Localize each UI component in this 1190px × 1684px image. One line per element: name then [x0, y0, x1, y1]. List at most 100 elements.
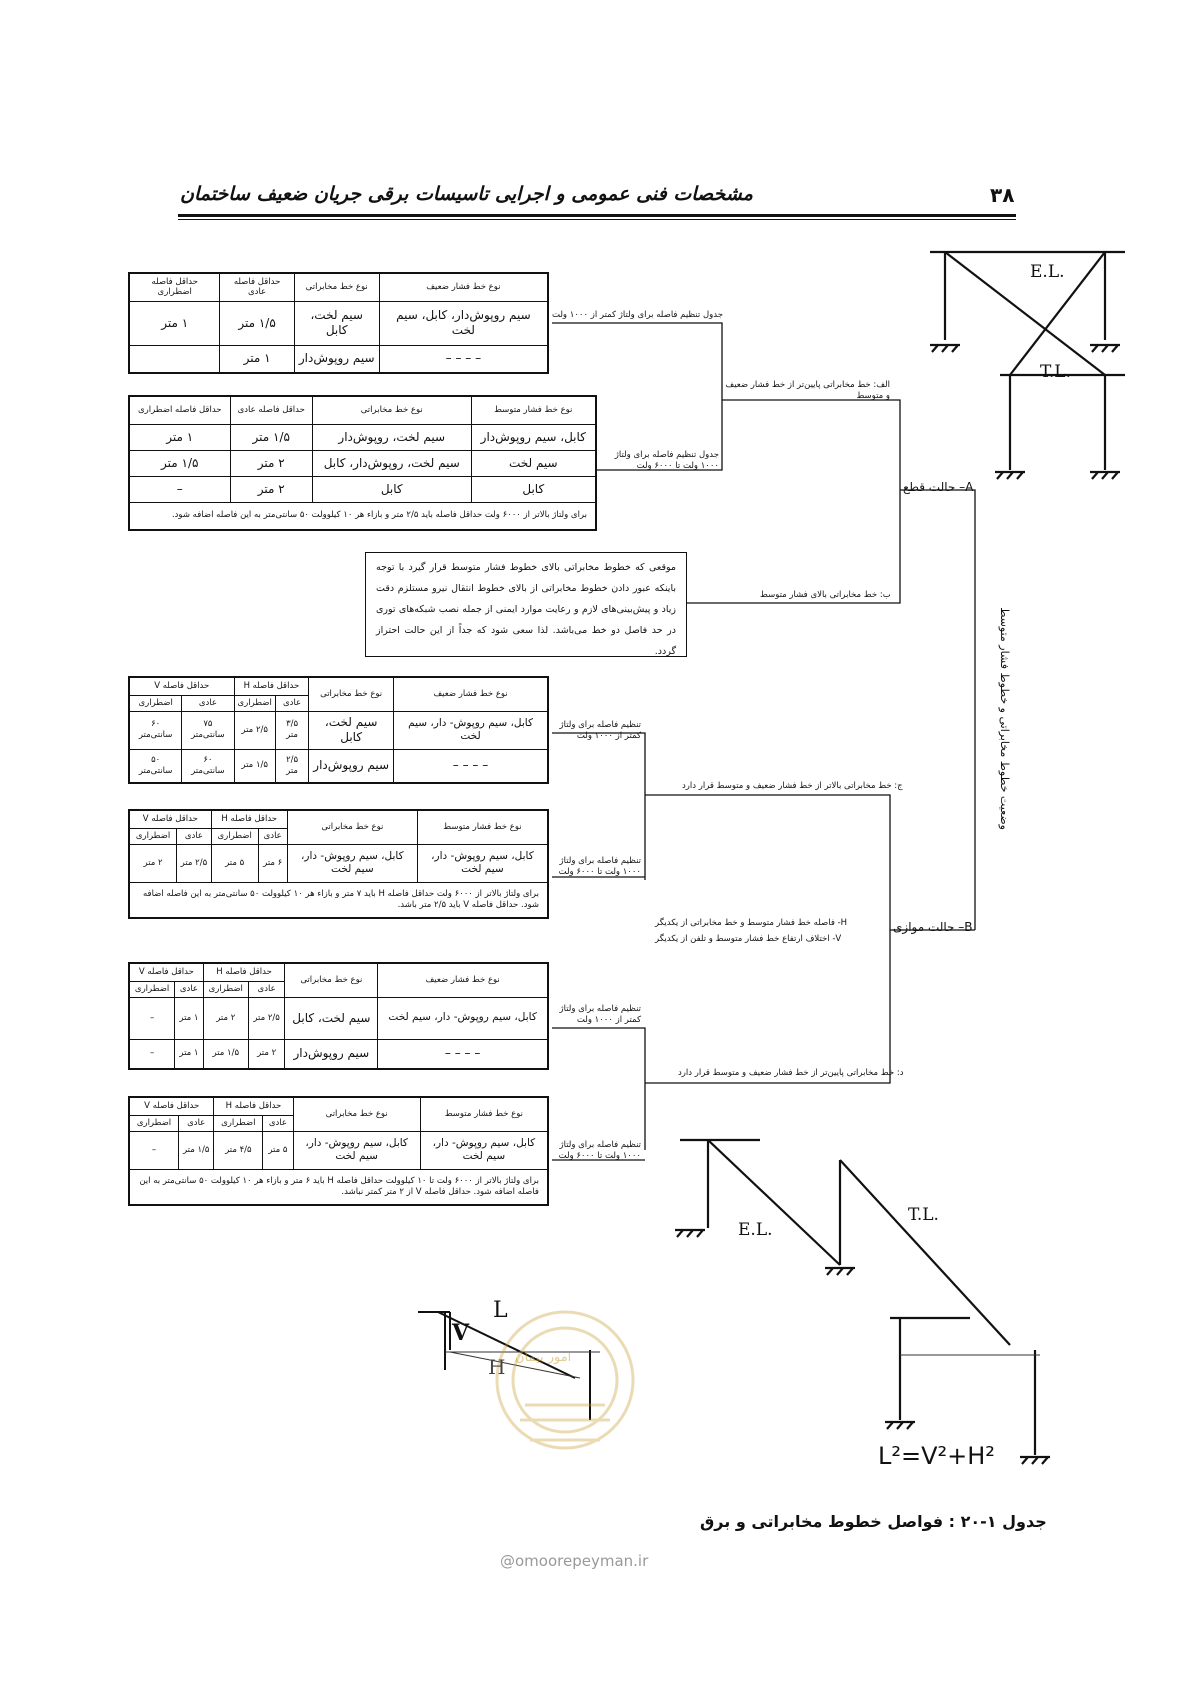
branch-dal-label: د: خط مخابراتی پایین‌تر از خط فشار ضعیف …: [678, 1068, 904, 1078]
table-cell: ۲/۵ متر: [176, 843, 212, 883]
table-cell: ۱ متر: [174, 1038, 204, 1070]
branch-alef-label: الف: خط مخابراتی پایین‌تر از خط فشار ضعی…: [725, 380, 890, 402]
table-header: نوع خط فشار متوسط: [470, 395, 597, 425]
branch-jim-label: ج: خط مخابراتی بالاتر از خط فشار ضعیف و …: [682, 781, 903, 791]
table-header: حداقل فاصله H: [210, 809, 288, 829]
el-label-bottom: E.L.: [738, 1220, 773, 1240]
parallel-lines-drawing: [675, 1138, 1050, 1465]
table-header: حداقل فاصله H: [233, 676, 310, 696]
header-rule: [178, 214, 1016, 217]
table-cell: –: [128, 996, 176, 1040]
table-mid-voltage-crossing: نوع خط فشار متوسط نوع خط مخابراتی حداقل …: [128, 395, 597, 531]
table-subheader: عادی: [178, 1114, 215, 1132]
header-rule-thin: [178, 219, 1016, 220]
v-label: V: [452, 1320, 470, 1346]
table-note: برای ولتاژ بالاتر از ۶۰۰۰ ولت تا ۱۰ کیلو…: [128, 1168, 549, 1206]
table-mid-voltage-parallel-above: نوع خط فشار متوسط نوع خط مخابراتی حداقل …: [128, 809, 549, 919]
table-cell: ۱/۵ متر: [229, 423, 313, 451]
tl-label-top: T.L.: [1040, 362, 1071, 382]
table-cell: سیم لخت: [470, 449, 597, 477]
table-cell: کابل، سیم روپوش‌دار: [470, 423, 597, 451]
crossing-lines-drawing: [930, 250, 1125, 480]
table-subheader: اضطراری: [128, 694, 183, 712]
table-header: نوع خط فشار ضعیف: [377, 962, 549, 998]
table-note: برای ولتاژ بالاتر از ۶۰۰۰ ولت حداقل فاصل…: [128, 881, 549, 919]
vhl-drawing: [418, 1311, 591, 1420]
table-cell: ۲ متر: [128, 843, 178, 883]
table-cell: سیم لخت، روپوش‌دار: [311, 423, 472, 451]
table-header: حداقل فاصله عادی: [229, 395, 313, 425]
table-subheader: عادی: [262, 1114, 294, 1132]
table-cell: کابل، سیم روپوش- دار، سیم لخت: [286, 843, 418, 883]
table-subheader: اضطراری: [128, 827, 178, 845]
table-cell: ۲/۵ متر: [274, 748, 310, 784]
table-cell: ۶۰ سانتی‌متر: [181, 748, 235, 784]
watermark-url: @omoorepeyman.ir: [500, 1552, 649, 1570]
table-cell: ۳/۵ متر: [274, 710, 310, 750]
table-cell: ۱/۵ متر: [233, 748, 276, 784]
table-cell: ۵ متر: [262, 1130, 294, 1170]
hv-note-1: H- فاصله خط فشار متوسط و خط مخابراتی از …: [655, 918, 848, 928]
table-subheader: عادی: [257, 827, 288, 845]
table-cell: ۲ متر: [202, 996, 249, 1040]
table-subheader: اضطراری: [233, 694, 276, 712]
table-cell: سیم روپوش‌دار، کابل، سیم لخت: [378, 300, 549, 346]
table-cell: ۱ متر: [128, 300, 221, 346]
table-header: نوع خط مخابراتی: [293, 272, 380, 302]
tree-vertical-title: وضعیت خطوط مخابراتی و خطوط فشار متوسط: [998, 607, 1011, 830]
table-cell: ۲/۵ متر: [233, 710, 276, 750]
table-cell: سیم روپوش‌دار: [284, 1038, 379, 1070]
table-cell: کابل، سیم روپوش- دار، سیم لخت: [377, 996, 549, 1040]
page-number: ۳۸: [990, 183, 1015, 207]
table-subheader: عادی: [247, 980, 286, 998]
be-connector-line: [687, 490, 901, 604]
table-subheader: اضطراری: [213, 1114, 264, 1132]
table-cell: کابل، سیم روپوش- دار، سیم لخت: [292, 1130, 421, 1170]
jim-bracket-line: [552, 732, 891, 930]
table-cell: کابل: [311, 475, 472, 503]
table-cell: سیم لخت، کابل: [308, 710, 395, 750]
table-mid-voltage-parallel-below: نوع خط فشار متوسط نوع خط مخابراتی حداقل …: [128, 1096, 549, 1206]
table-header: حداقل فاصله اضطراری: [128, 272, 221, 302]
table-low-voltage-parallel-above: نوع خط فشار ضعیف نوع خط مخابراتی حداقل ف…: [128, 676, 549, 784]
table-cell: –: [128, 1130, 180, 1170]
table3-label: تنظیم فاصله برای ولتاژ کمتر از ۱۰۰۰ ولت: [559, 720, 642, 742]
table-cell: ۷۵ سانتی‌متر: [181, 710, 235, 750]
table-cell: – – – –: [393, 748, 549, 784]
table-header: نوع خط مخابراتی: [286, 809, 418, 845]
h-label: H: [488, 1355, 506, 1379]
table-cell: ۱ متر: [174, 996, 204, 1040]
table-note: برای ولتاژ بالاتر از ۶۰۰۰ ولت حداقل فاصل…: [128, 501, 597, 531]
table-cell: ۲ متر: [247, 1038, 286, 1070]
table-cell: ۶۰ سانتی‌متر: [128, 710, 183, 750]
state-a-label: A– حالت قطع: [903, 480, 974, 494]
watermark-logo: [495, 1310, 635, 1450]
table-subheader: اضطراری: [210, 827, 259, 845]
table-cell: ۲/۵ متر: [247, 996, 286, 1040]
table-cell: ۵ متر: [210, 843, 259, 883]
table-header: نوع خط فشار ضعیف: [393, 676, 549, 712]
table4-label: تنظیم فاصله برای ولتاژ ۱۰۰۰ ولت تا ۶۰۰۰ …: [558, 856, 641, 878]
table-cell: سیم روپوش‌دار: [308, 748, 395, 784]
table-header: حداقل فاصله H: [213, 1096, 294, 1116]
branch-be-label: ب: خط مخابراتی بالای فشار متوسط: [760, 590, 891, 600]
table-subheader: عادی: [181, 694, 235, 712]
table-header: نوع خط مخابراتی: [311, 395, 472, 425]
table-cell: سیم روپوش‌دار: [293, 344, 380, 374]
table-header: حداقل فاصله عادی: [219, 272, 295, 302]
table-cell: –: [128, 475, 231, 503]
table-subheader: عادی: [174, 980, 204, 998]
table-low-voltage-crossing: نوع خط فشار ضعیف نوع خط مخابراتی حداقل ف…: [128, 272, 549, 374]
formula-l2: L²=V²+H²: [878, 1442, 995, 1470]
table2-label: جدول تنظیم فاصله برای ولتاژ ۱۰۰۰ ولت تا …: [614, 450, 719, 472]
table-cell: ۱/۵ متر: [178, 1130, 215, 1170]
el-label-top: E.L.: [1030, 262, 1065, 282]
table-cell: سیم لخت، کابل: [293, 300, 380, 346]
table-header: نوع خط مخابراتی: [284, 962, 379, 998]
l-label: L: [493, 1298, 508, 1323]
figure-caption: جدول ۱-۲۰ : فواصل خطوط مخابراتی و برق: [700, 1512, 1047, 1531]
table1-label: جدول تنظیم فاصله برای ولتاژ کمتر از ۱۰۰۰…: [552, 310, 723, 320]
table-cell: ۲ متر: [229, 475, 313, 503]
table-cell: کابل، سیم روپوش- دار، سیم لخت: [419, 1130, 549, 1170]
